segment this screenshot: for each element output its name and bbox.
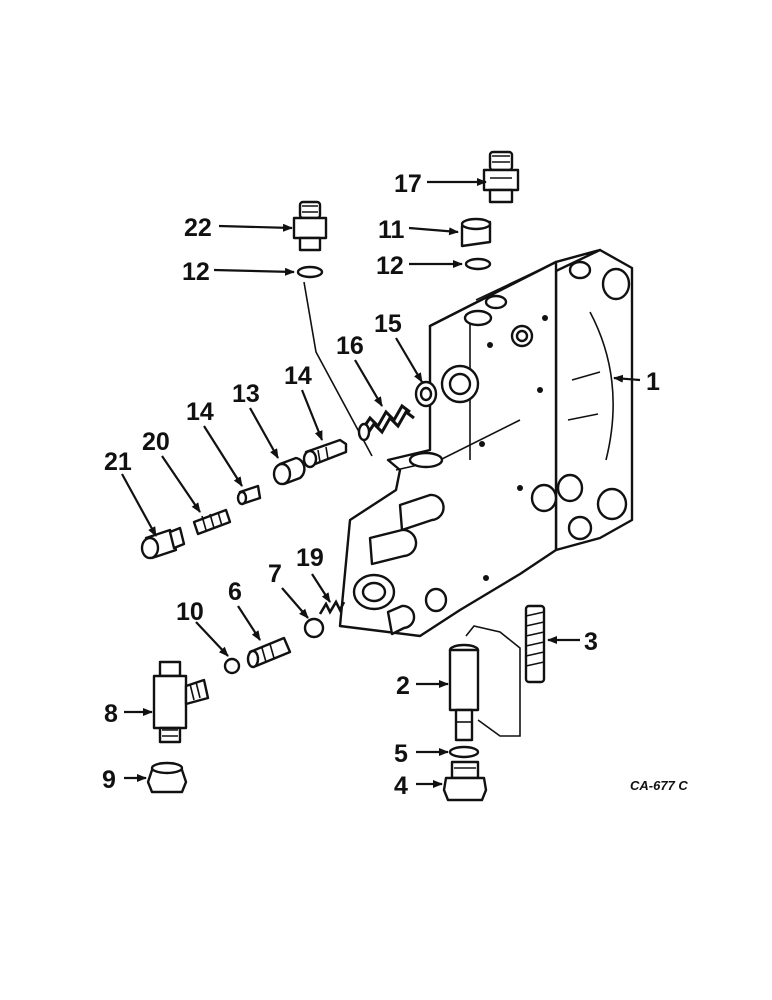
part-17-spring [357,403,415,442]
callout-7: 7 [268,560,282,588]
callout-5: 5 [394,740,408,768]
part-12-seal-left [296,265,324,279]
part-5-o-ring [448,745,480,759]
valve-body-housing [338,248,634,638]
callout-9: 9 [102,766,116,794]
part-10-washer [223,657,241,675]
part-22-fitting [292,200,328,252]
callout-labels: 17 11 12 22 12 15 16 14 13 14 20 21 1 19… [102,170,688,800]
part-14-pin [236,484,262,506]
callout-20: 20 [142,428,170,456]
part-11-plug [460,217,492,248]
part-12-seal-right [464,257,492,271]
callout-4: 4 [394,772,408,800]
callout-10: 10 [176,598,204,626]
callout-19: 19 [296,544,324,572]
callout-leaders [121,178,641,788]
callout-6: 6 [228,578,242,606]
part-6-sleeve [246,636,292,669]
part-20-spring [192,508,232,536]
callout-11: 11 [378,216,405,244]
part-16-washer [414,380,438,408]
callout-18: 17 [394,170,422,198]
drawing-code: CA-677 C [630,778,688,793]
part-3-spring [524,604,546,684]
part-21-plug [140,526,186,560]
callout-12-left: 12 [182,258,210,286]
callout-21: 21 [104,448,132,476]
callout-14: 14 [186,398,214,426]
part-3-link-line [465,625,521,737]
callout-15: 14 [284,362,312,390]
part-18-fitting [482,150,520,204]
callout-13: 13 [232,380,260,408]
part-15-plunger [302,438,348,469]
part-19-spring [318,599,346,615]
part-8-tee [152,660,210,744]
part-7-ring [303,617,325,639]
callout-22: 22 [184,214,212,242]
part-4-plug [442,760,488,802]
callout-8: 8 [104,700,118,728]
part-2-piston [448,643,480,742]
callout-1: 1 [646,368,660,396]
callout-3: 3 [584,628,598,656]
seal-assembly-line [303,281,373,457]
callout-2: 2 [396,672,410,700]
part-9-nut [146,761,188,794]
part-13-valve [272,456,306,486]
callout-17: 16 [336,332,364,360]
callout-16: 15 [374,310,402,338]
callout-12-right: 12 [376,252,404,280]
